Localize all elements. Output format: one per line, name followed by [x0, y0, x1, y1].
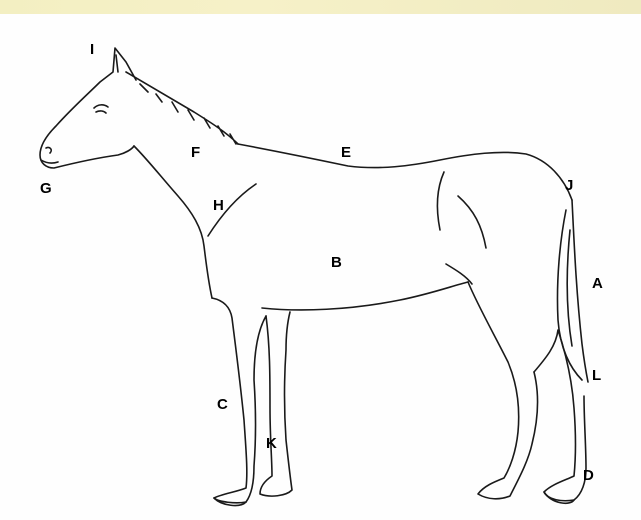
horse-flank-line	[437, 172, 444, 230]
horse-hind-leg-near	[534, 330, 586, 501]
horse-hind-leg-far	[468, 282, 538, 499]
label-h: H	[213, 198, 224, 213]
horse-front-leg-far	[260, 312, 292, 496]
label-j: J	[565, 178, 573, 193]
label-g: G	[40, 181, 52, 196]
horse-tail	[557, 200, 588, 382]
horse-nostril	[46, 147, 51, 153]
horse-hip-line	[458, 196, 486, 248]
label-f: F	[191, 145, 200, 160]
label-c: C	[217, 397, 228, 412]
label-d: D	[583, 468, 594, 483]
horse-hoof-hind-near	[544, 492, 574, 503]
label-e: E	[341, 145, 351, 160]
label-b: B	[331, 255, 342, 270]
label-k: K	[266, 436, 277, 451]
horse-ear-inner	[116, 55, 118, 72]
horse-topline	[238, 144, 572, 200]
horse-head-outline	[40, 48, 136, 168]
horse-stifle	[446, 264, 472, 284]
horse-mouth	[41, 160, 58, 163]
horse-belly	[262, 282, 468, 310]
horse-eye	[94, 105, 108, 113]
horse-mane	[126, 72, 238, 144]
label-a: A	[592, 276, 603, 291]
label-l: L	[592, 368, 601, 383]
label-i: I	[90, 42, 94, 57]
horse-neck-front	[134, 146, 212, 298]
